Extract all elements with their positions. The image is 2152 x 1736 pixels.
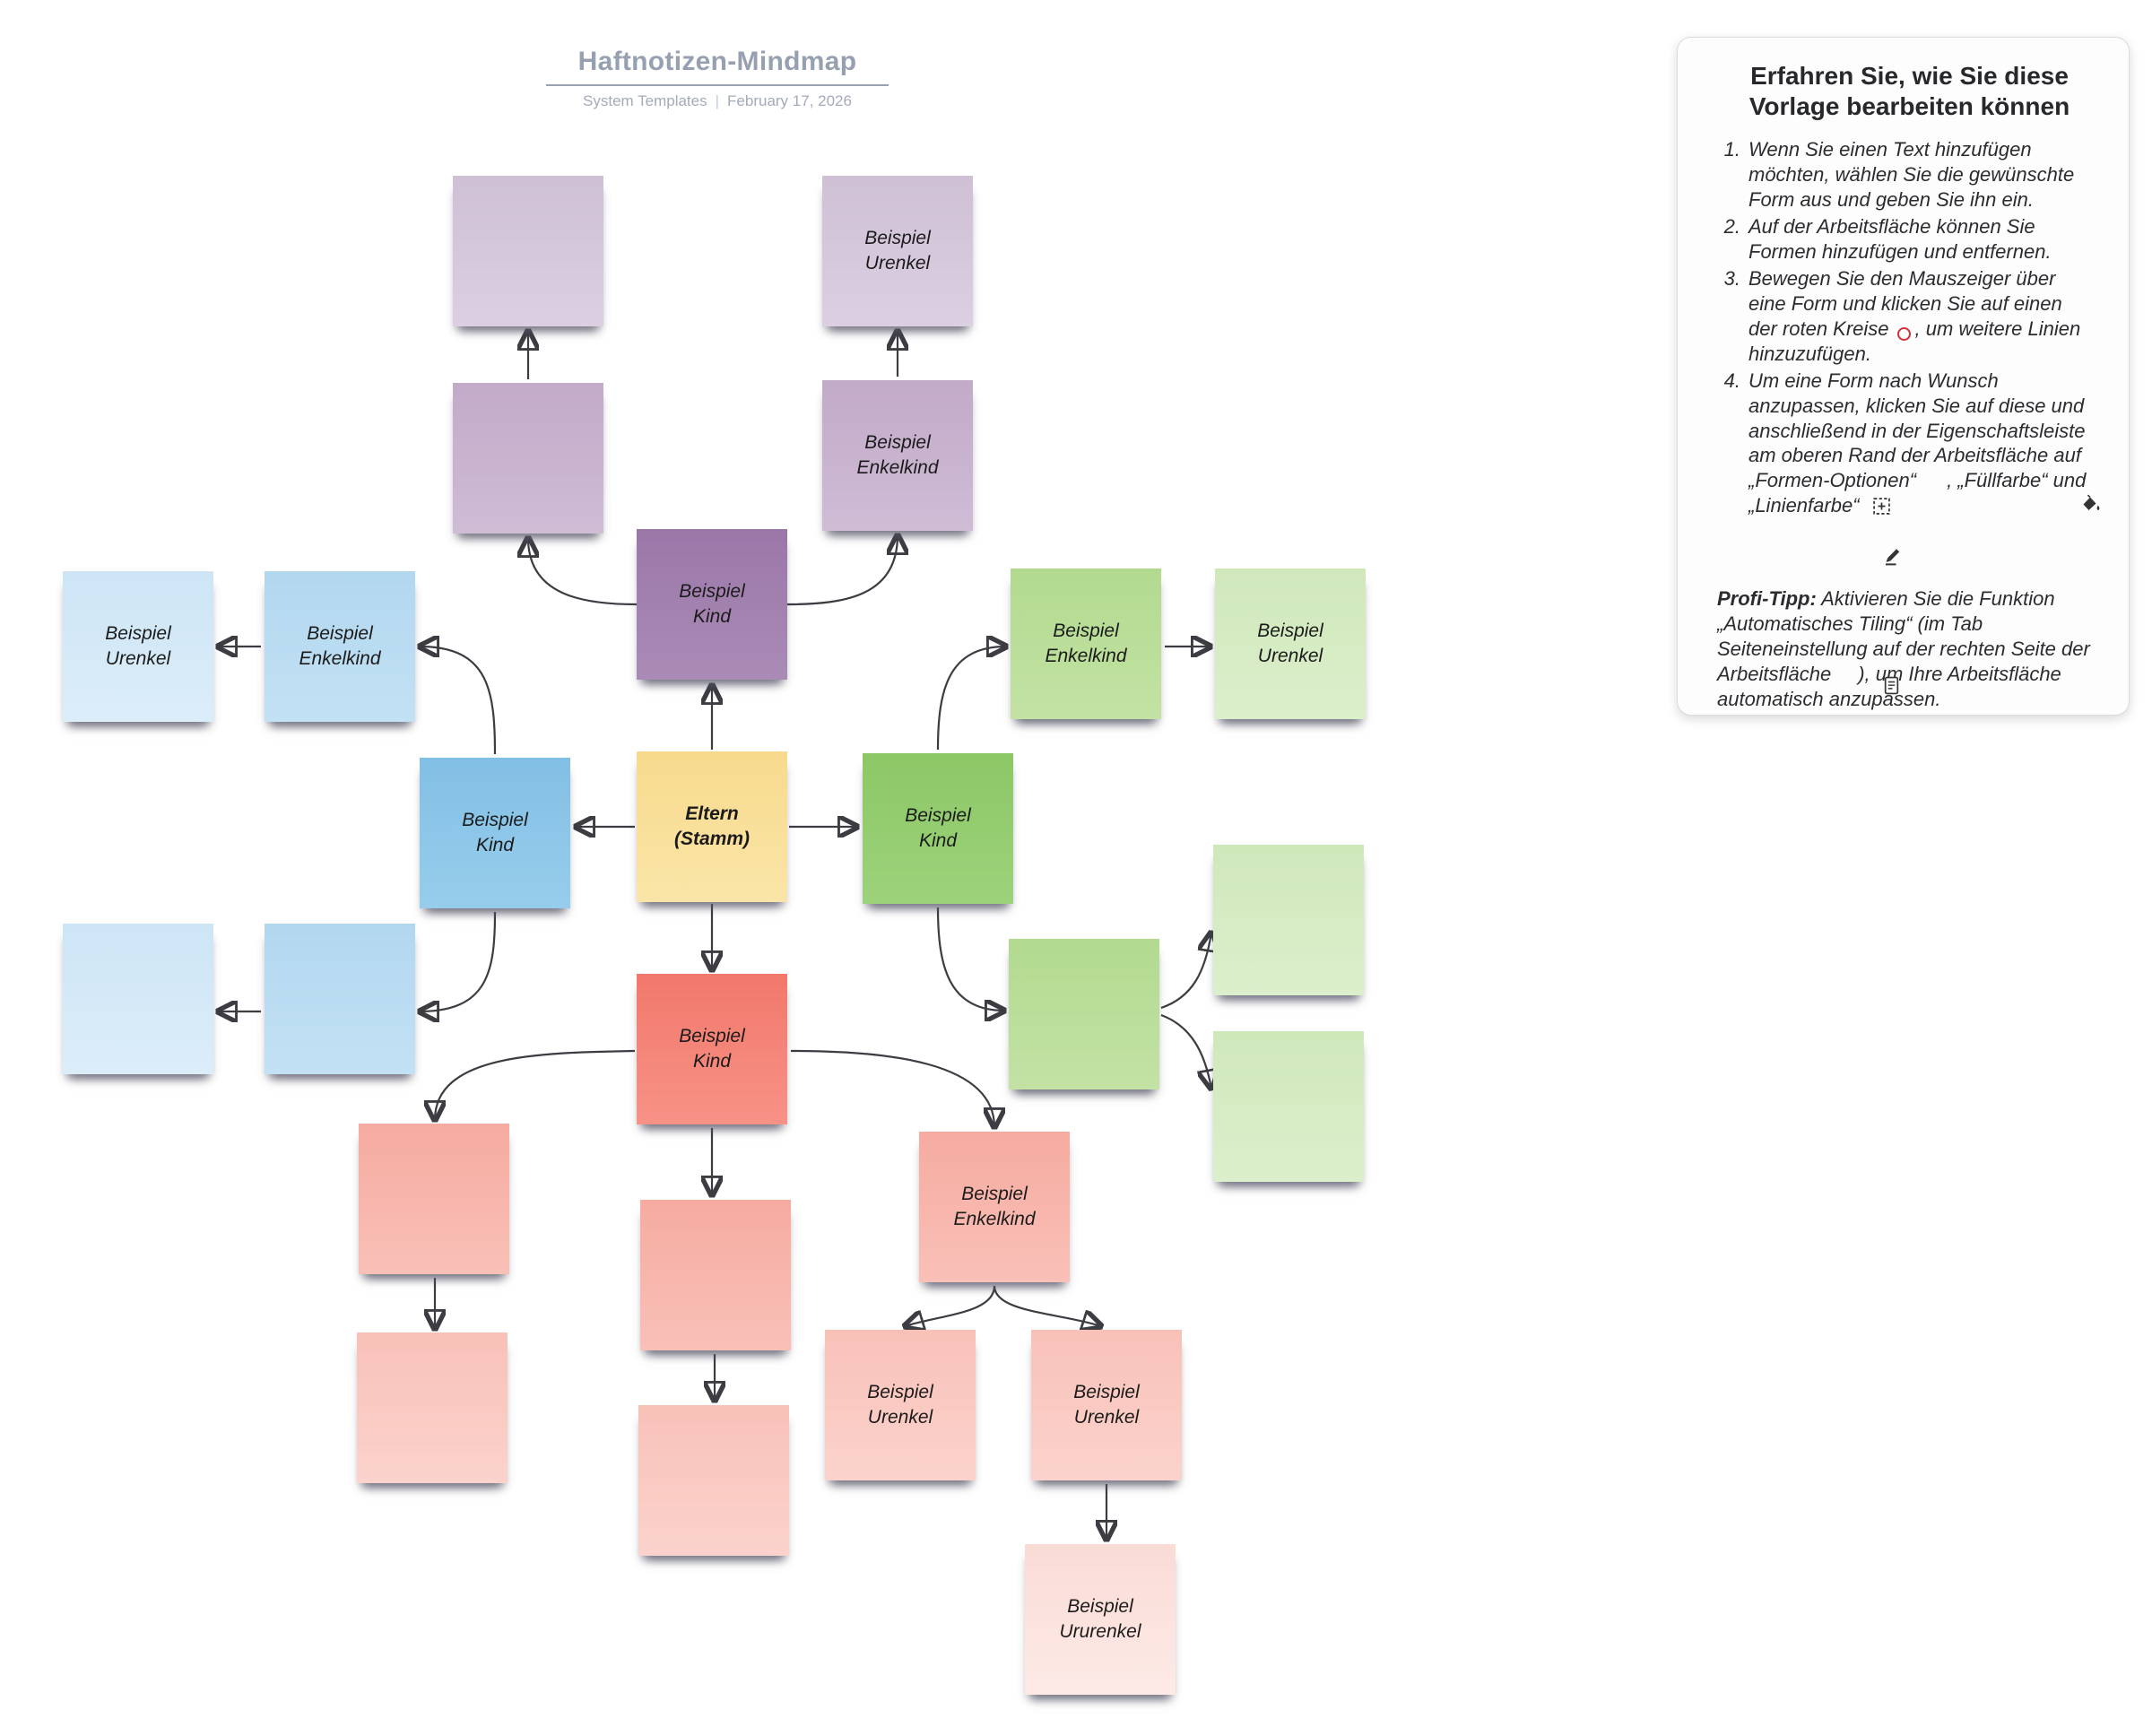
edge-blue-kind-to-enkelkind[interactable] [420, 647, 497, 755]
step-number: 2. [1723, 215, 1740, 238]
step-text: Auf der Arbeitsfläche können Sie Formen … [1748, 215, 2052, 263]
red-kind-note[interactable]: Beispiel Kind [637, 974, 787, 1124]
edge-green-blank-fork-up[interactable] [1160, 933, 1211, 1010]
fill-color-icon [2080, 494, 2102, 513]
step-text-part: Um eine Form nach Wunsch anzupassen, kli… [1748, 369, 2086, 492]
red-enkelkind-note[interactable]: Beispiel Enkelkind [919, 1132, 1070, 1282]
note-label: Beispiel Urenkel [867, 1382, 933, 1428]
instruction-step-4: 4. Um eine Form nach Wunsch anzupassen, … [1717, 369, 2102, 571]
step-text: Wenn Sie einen Text hinzufügen möchten, … [1748, 138, 2075, 212]
edge-blue-kind-to-enkelkind-blank[interactable] [420, 911, 497, 1011]
page-settings-icon [1884, 676, 1899, 695]
panel-protip: Profi-Tipp: Aktivieren Sie die Funktion … [1717, 586, 2113, 712]
step-number: 1. [1723, 138, 1740, 161]
red-urenkel-2-note[interactable]: Beispiel Urenkel [1031, 1330, 1182, 1480]
edge-green-blank-fork-down[interactable] [1160, 1013, 1211, 1089]
instruction-step-3: 3. Bewegen Sie den Mauszeiger über eine … [1717, 266, 2102, 367]
note-label: Beispiel Enkelkind [299, 623, 381, 669]
step-number: 3. [1723, 266, 1740, 290]
edge-red-enkelkind-to-urenkel-1[interactable] [905, 1285, 996, 1326]
note-label: Beispiel Enkelkind [856, 432, 939, 478]
purple-urenkel-blank-note[interactable] [453, 176, 603, 326]
green-enkelkind-blank-note[interactable] [1009, 939, 1159, 1089]
note-label: Beispiel Urenkel [1073, 1382, 1140, 1428]
note-label: Beispiel Urenkel [864, 228, 931, 273]
red-enkelkind-blank-down-note[interactable] [640, 1200, 791, 1350]
page-subtitle: System Templates | February 17, 2026 [493, 92, 941, 110]
protip-text-part: ), um Ihre Arbeitsfläche automatisch anz… [1717, 663, 2061, 710]
red-enkelkind-blank-left-note[interactable] [359, 1124, 509, 1274]
green-urenkel-blank-1-note[interactable] [1213, 845, 1364, 995]
red-urenkel-blank-down-note[interactable] [638, 1405, 789, 1556]
subtitle-author: System Templates [583, 92, 707, 109]
purple-urenkel-note[interactable]: Beispiel Urenkel [822, 176, 973, 326]
note-label: Beispiel Kind [679, 581, 745, 627]
note-label: Beispiel Enkelkind [953, 1184, 1036, 1229]
edge-green-kind-to-enkelkind[interactable] [936, 647, 1006, 751]
edge-red-enkelkind-to-urenkel-2[interactable] [993, 1285, 1101, 1326]
subtitle-separator: | [715, 92, 720, 109]
protip-label: Profi-Tipp: [1717, 587, 1817, 611]
blue-urenkel-note[interactable]: Beispiel Urenkel [63, 571, 213, 722]
blue-kind-note[interactable]: Beispiel Kind [420, 758, 570, 908]
blue-enkelkind-note[interactable]: Beispiel Enkelkind [265, 571, 415, 722]
red-ururenkel-note[interactable]: Beispiel Ururenkel [1025, 1544, 1176, 1695]
blue-enkelkind-blank-note[interactable] [265, 924, 415, 1074]
step-text-part: und „Linienfarbe“ [1748, 469, 2087, 517]
red-circle-icon [1896, 326, 1911, 341]
step-number: 4. [1723, 369, 1740, 392]
edge-purple-kind-to-enkelkind-blank[interactable] [528, 538, 638, 606]
green-enkelkind-note[interactable]: Beispiel Enkelkind [1011, 569, 1161, 719]
note-label: Beispiel Kind [905, 805, 971, 851]
green-urenkel-note[interactable]: Beispiel Urenkel [1215, 569, 1366, 719]
edge-red-kind-to-enkelkind-blank-left[interactable] [435, 1049, 636, 1120]
red-urenkel-1-note[interactable]: Beispiel Urenkel [825, 1330, 976, 1480]
blue-urenkel-blank-note[interactable] [63, 924, 213, 1074]
edge-red-kind-to-enkelkind[interactable] [790, 1049, 994, 1127]
page-title: Haftnotizen-Mindmap [577, 47, 857, 76]
red-urenkel-blank-left-note[interactable] [357, 1332, 508, 1483]
edge-green-kind-to-enkelkind-blank[interactable] [936, 907, 1004, 1011]
instruction-step-2: 2. Auf der Arbeitsfläche können Sie Form… [1717, 214, 2102, 265]
note-label: Beispiel Enkelkind [1045, 621, 1127, 666]
note-label: Beispiel Urenkel [1257, 621, 1323, 666]
panel-title: Erfahren Sie, wie Sie diese Vorlage bear… [1748, 62, 2070, 120]
root-eltern-stamm-note[interactable]: Eltern (Stamm) [637, 751, 787, 902]
line-color-icon [1883, 546, 1904, 566]
instruction-step-1: 1. Wenn Sie einen Text hinzufügen möchte… [1717, 137, 2102, 213]
note-label: Beispiel Urenkel [105, 623, 171, 669]
step-text-part: Bewegen Sie den Mauszeiger über eine For… [1748, 266, 2062, 340]
purple-enkelkind-blank-note[interactable] [453, 383, 603, 534]
subtitle-date: February 17, 2026 [727, 92, 852, 109]
step-text: Um eine Form nach Wunsch anzupassen, kli… [1748, 369, 2100, 571]
protip-text-part: Aktivieren Sie die Funktion „Automatisch… [1717, 587, 2090, 686]
instructions-panel: Erfahren Sie, wie Sie diese Vorlage bear… [1677, 37, 2130, 716]
edge-purple-kind-to-enkelkind[interactable] [786, 535, 898, 606]
step-text-part: , um weitere Linien hinzuzufügen. [1748, 317, 2081, 365]
green-urenkel-blank-2-note[interactable] [1213, 1031, 1364, 1182]
purple-enkelkind-note[interactable]: Beispiel Enkelkind [822, 380, 973, 531]
step-text-part: , „Füllfarbe“ [1947, 469, 2048, 492]
green-kind-note[interactable]: Beispiel Kind [863, 753, 1013, 904]
page-header: Haftnotizen-Mindmap System Templates | Feb… [493, 47, 941, 110]
note-label: Beispiel Kind [679, 1026, 745, 1072]
shape-options-icon [1872, 497, 1891, 516]
note-label: Beispiel Ururenkel [1059, 1596, 1141, 1642]
note-label: Beispiel Kind [462, 810, 528, 855]
step-text: Bewegen Sie den Mauszeiger über eine For… [1748, 266, 2087, 367]
purple-kind-note[interactable]: Beispiel Kind [637, 529, 787, 680]
title-underline [546, 84, 889, 86]
note-label: Eltern (Stamm) [673, 803, 750, 849]
